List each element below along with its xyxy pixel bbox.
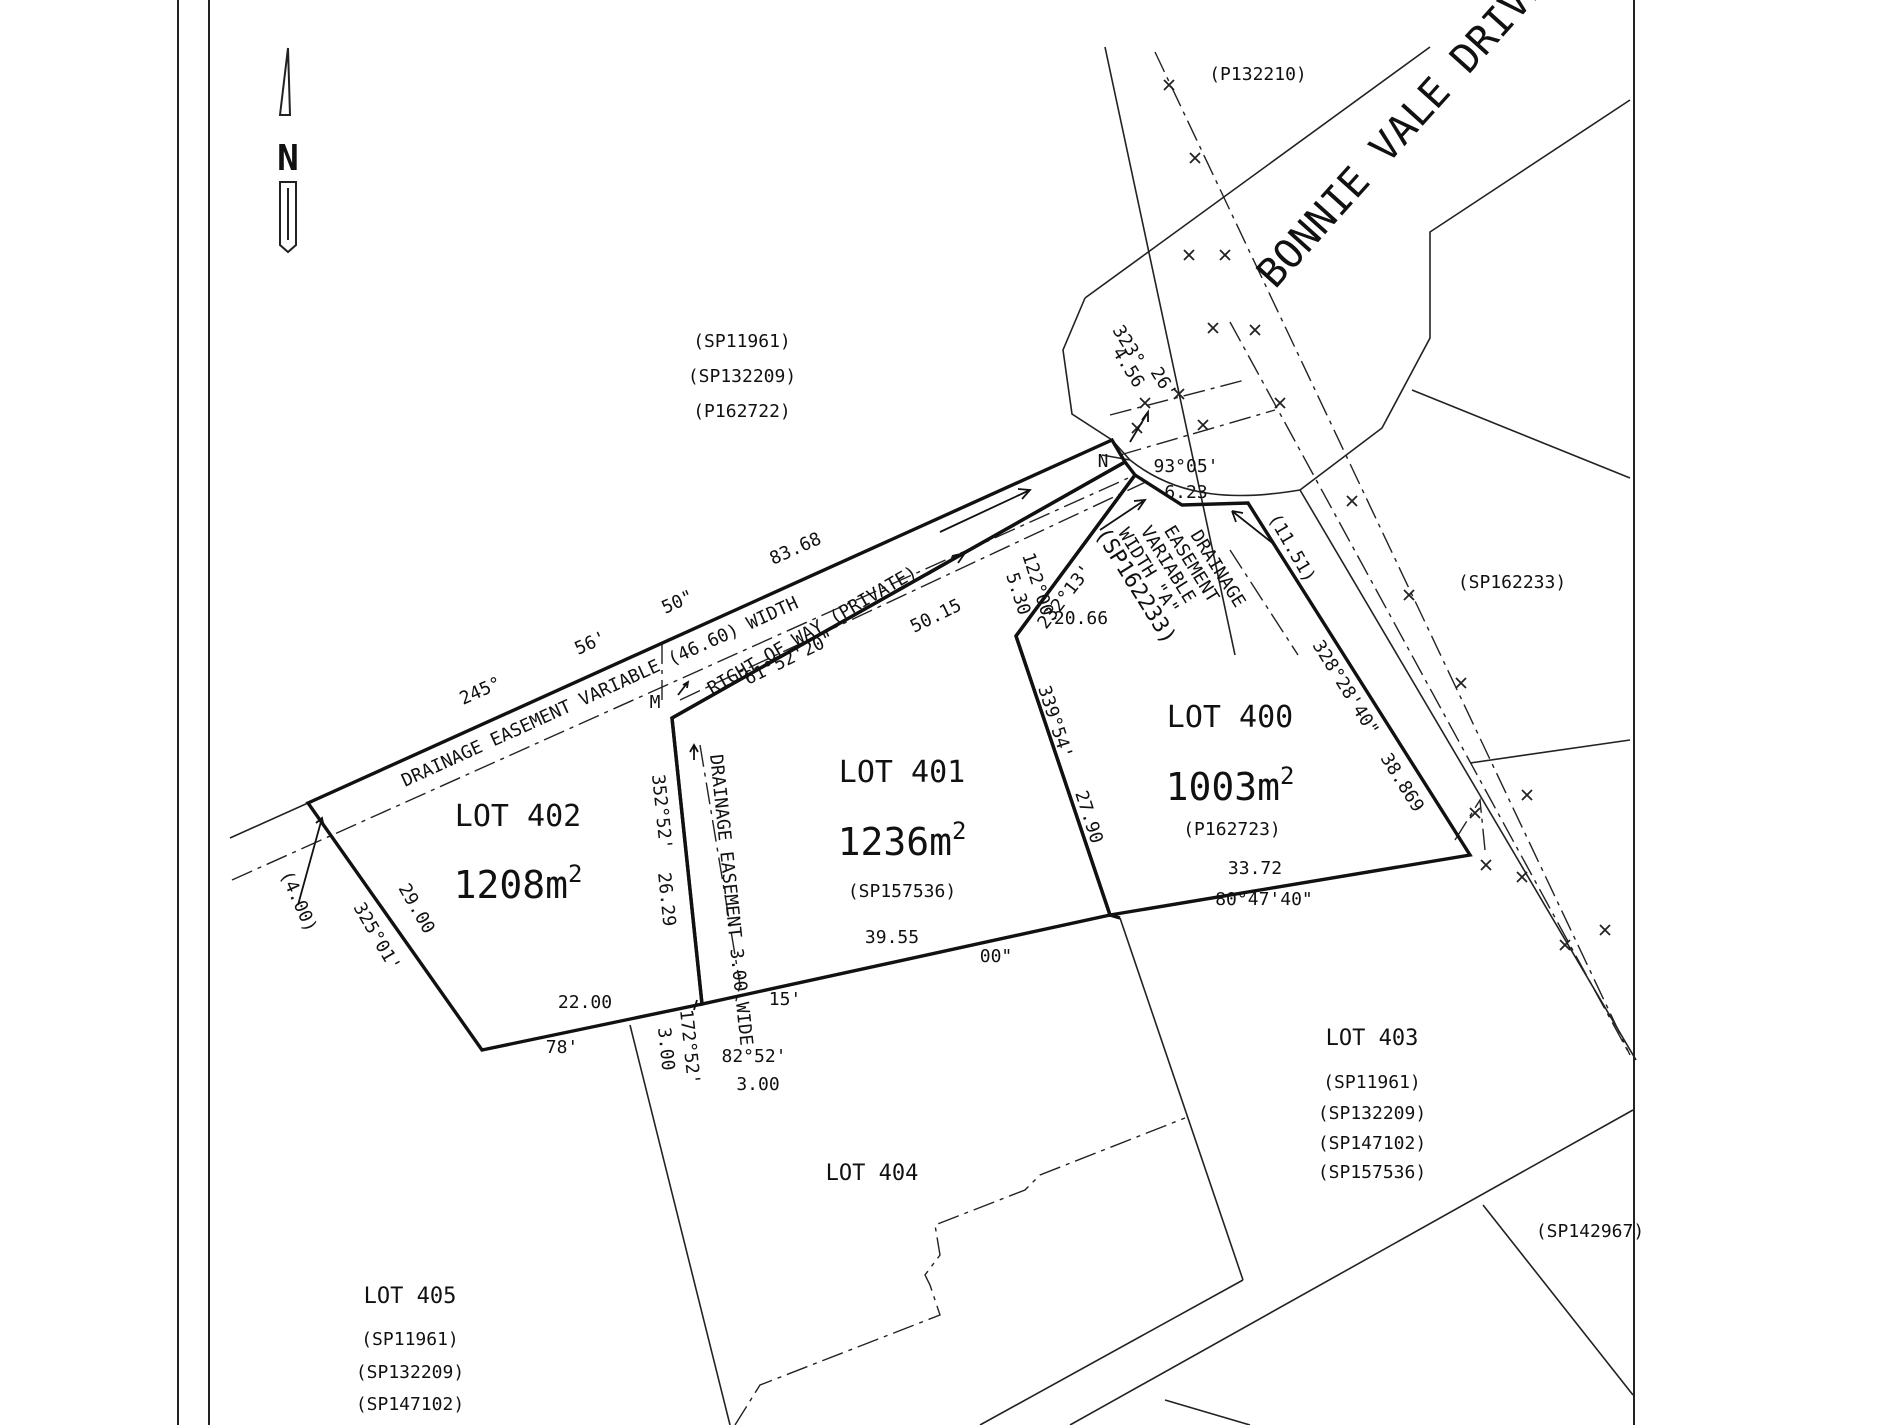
lot-400-ref: (P162723) bbox=[1183, 819, 1281, 840]
dim-label: 93°05' bbox=[1153, 456, 1218, 477]
lot-400-area: 1003m bbox=[1166, 765, 1280, 809]
lot-401-area-sup: 2 bbox=[952, 817, 966, 845]
dim-label: 56' bbox=[571, 627, 609, 659]
dim-label: 20.66 bbox=[1054, 608, 1108, 629]
lot-403-name: LOT 403 bbox=[1326, 1026, 1419, 1051]
lot-401: LOT 401 1236m2 (SP157536) bbox=[838, 755, 967, 902]
north-arrow-icon: N bbox=[277, 47, 299, 254]
dim-label: 3.00 bbox=[653, 1026, 678, 1071]
svg-text:1003m2: 1003m2 bbox=[1166, 762, 1295, 809]
lot-403-ref: (SP11961) bbox=[1323, 1072, 1421, 1093]
lot-boundaries bbox=[305, 437, 1473, 1052]
dim-label: 325°01' bbox=[349, 899, 405, 975]
dim-label: 39.55 bbox=[865, 927, 919, 948]
lot-400-area-sup: 2 bbox=[1280, 762, 1294, 790]
dimension-arrows bbox=[297, 409, 1276, 1011]
dim-label: 50.15 bbox=[907, 595, 965, 638]
ref-sp162233: (SP162233) bbox=[1458, 572, 1566, 593]
dim-label: (4.00) bbox=[275, 867, 321, 935]
dim-label: 22.00 bbox=[558, 992, 612, 1013]
lot-405-ref: (SP147102) bbox=[356, 1394, 464, 1415]
dim-label: 83.68 bbox=[766, 528, 824, 569]
dim-label: 26.29 bbox=[653, 871, 680, 927]
lot-405-ref: (SP11961) bbox=[361, 1329, 459, 1350]
lot-403-ref: (SP157536) bbox=[1318, 1162, 1426, 1183]
easement-drainage-a: DRAINAGE EASEMENT VARIABLE WIDTH "A" (SP… bbox=[1090, 522, 1250, 649]
dim-label: 245° bbox=[456, 673, 504, 710]
svg-text:1236m2: 1236m2 bbox=[838, 817, 967, 864]
lot-405: LOT 405 (SP11961) (SP132209) (SP147102) bbox=[356, 1284, 464, 1415]
dim-label: 15' bbox=[769, 989, 802, 1010]
dim-label: 00" bbox=[980, 946, 1013, 967]
ref-north-c: (P162722) bbox=[693, 401, 791, 422]
lot-403-ref: (SP147102) bbox=[1318, 1133, 1426, 1154]
lot-402: LOT 402 1208m2 bbox=[454, 799, 583, 907]
dim-label: 3.00 bbox=[736, 1074, 779, 1095]
north-label: N bbox=[277, 138, 299, 179]
lot-402-area-sup: 2 bbox=[568, 860, 582, 888]
ref-p132210: (P132210) bbox=[1209, 64, 1307, 85]
dim-label: 352°52' bbox=[647, 773, 676, 851]
lot-405-name: LOT 405 bbox=[364, 1284, 457, 1309]
dim-label: 339°54' bbox=[1033, 683, 1076, 762]
dim-label: 328°28'40" bbox=[1308, 637, 1383, 740]
lot-400: LOT 400 1003m2 (P162723) bbox=[1166, 700, 1295, 840]
dim-label: 172°52' bbox=[675, 1008, 704, 1086]
dim-label: 38.869 bbox=[1376, 750, 1428, 816]
lot-405-ref: (SP132209) bbox=[356, 1362, 464, 1383]
lot-400-boundary bbox=[1014, 472, 1473, 917]
easement-lines bbox=[231, 51, 1631, 1425]
svg-text:1208m2: 1208m2 bbox=[454, 860, 583, 907]
dim-label: M bbox=[650, 692, 661, 713]
dim-label: 29.00 bbox=[394, 880, 439, 937]
ref-north-a: (SP11961) bbox=[693, 331, 791, 352]
lot-403-ref: (SP132209) bbox=[1318, 1103, 1426, 1124]
lot-401-name: LOT 401 bbox=[839, 755, 965, 790]
dim-label: 80°47'40" bbox=[1215, 889, 1313, 910]
dim-label: 6.23 bbox=[1164, 482, 1207, 503]
ref-north-b: (SP132209) bbox=[688, 366, 796, 387]
frame bbox=[177, 0, 1635, 1425]
lot-404-name: LOT 404 bbox=[826, 1161, 919, 1186]
dim-label: 50" bbox=[658, 586, 696, 618]
dim-label: 82°52' bbox=[721, 1046, 786, 1067]
dim-label: 33.72 bbox=[1228, 858, 1282, 879]
context-lines bbox=[229, 46, 1637, 1425]
fence-markers bbox=[1131, 79, 1611, 951]
lot-403: LOT 403 (SP11961) (SP132209) (SP147102) … bbox=[1318, 1026, 1426, 1183]
lot-400-name: LOT 400 bbox=[1167, 700, 1293, 735]
ref-sp142967: (SP142967) bbox=[1536, 1221, 1644, 1242]
lot-402-area: 1208m bbox=[454, 863, 568, 907]
lot-401-ref: (SP157536) bbox=[848, 881, 956, 902]
lot-401-area: 1236m bbox=[838, 820, 952, 864]
dim-label: 78' bbox=[546, 1037, 579, 1058]
dim-label: N bbox=[1098, 451, 1109, 472]
lot-402-name: LOT 402 bbox=[455, 799, 581, 834]
road-name: BONNIE VALE DRIVE bbox=[1248, 0, 1556, 297]
